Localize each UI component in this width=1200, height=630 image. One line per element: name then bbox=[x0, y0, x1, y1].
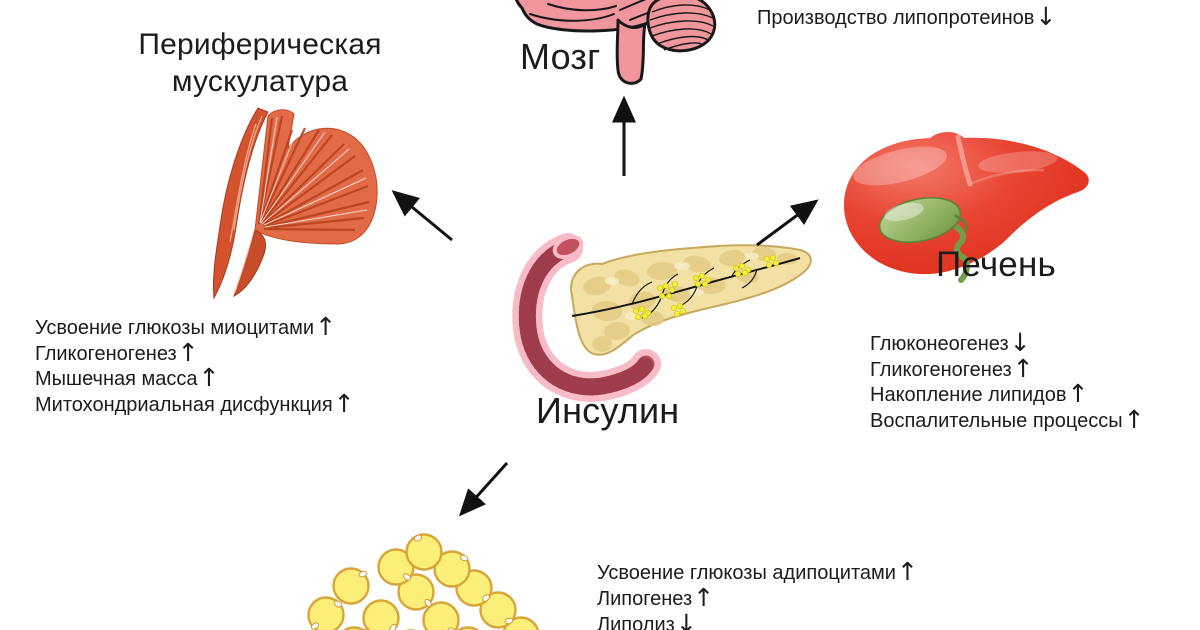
effect-line: Усвоение глюкозы адипоцитами↑ bbox=[597, 557, 918, 586]
effect-line: Мышечная масса↑ bbox=[35, 363, 220, 392]
effect-line: Производство липопротеинов↓ bbox=[757, 2, 1057, 31]
effect-line: Липолиз↓ bbox=[597, 609, 697, 630]
arrow-to-muscle bbox=[391, 190, 453, 242]
adipose-effects: Усвоение глюкозы адипоцитами↑ Липогенез↑… bbox=[597, 557, 918, 630]
insulin-label: Инсулин bbox=[536, 390, 680, 431]
effect-line: Митохондриальная дисфункция↑ bbox=[35, 388, 355, 418]
effect-line: Гликогеногенез↑ bbox=[35, 337, 199, 367]
effect-line: Глюконеогенез в печени↓ bbox=[757, 0, 1056, 5]
arrow-to-adipose bbox=[458, 461, 509, 517]
effect-line: Глюконеогенез↓ bbox=[870, 328, 1031, 357]
liver-effects: Глюконеогенез↓ Гликогеногенез↑ Накоплени… bbox=[870, 328, 1145, 434]
liver-label: Печень bbox=[936, 245, 1056, 284]
liver-illustration bbox=[843, 132, 1089, 283]
effect-line: Воспалительные процессы↑ bbox=[870, 404, 1145, 434]
effect-line: Гликогеногенез↑ bbox=[870, 353, 1034, 383]
brain-label: Мозг bbox=[520, 36, 601, 77]
effect-line: Липогенез↑ bbox=[597, 583, 715, 612]
brain-effects: Глюконеогенез в печени↓ Производство лип… bbox=[757, 0, 1056, 32]
effect-line: Накопление липидов↑ bbox=[870, 379, 1089, 408]
arrow-to-liver bbox=[756, 199, 819, 247]
muscle-label: Периферическая мускулатура bbox=[138, 28, 382, 98]
duodenum bbox=[512, 233, 661, 402]
pancreas-illustration bbox=[512, 233, 812, 402]
effect-line: Усвоение глюкозы миоцитами↑ bbox=[35, 312, 337, 341]
muscle-effects: Усвоение глюкозы миоцитами↑ Гликогеноген… bbox=[35, 312, 355, 418]
muscle-illustration bbox=[212, 107, 378, 300]
brain-illustration bbox=[515, 0, 717, 85]
fat-cells-illustration bbox=[307, 533, 540, 630]
